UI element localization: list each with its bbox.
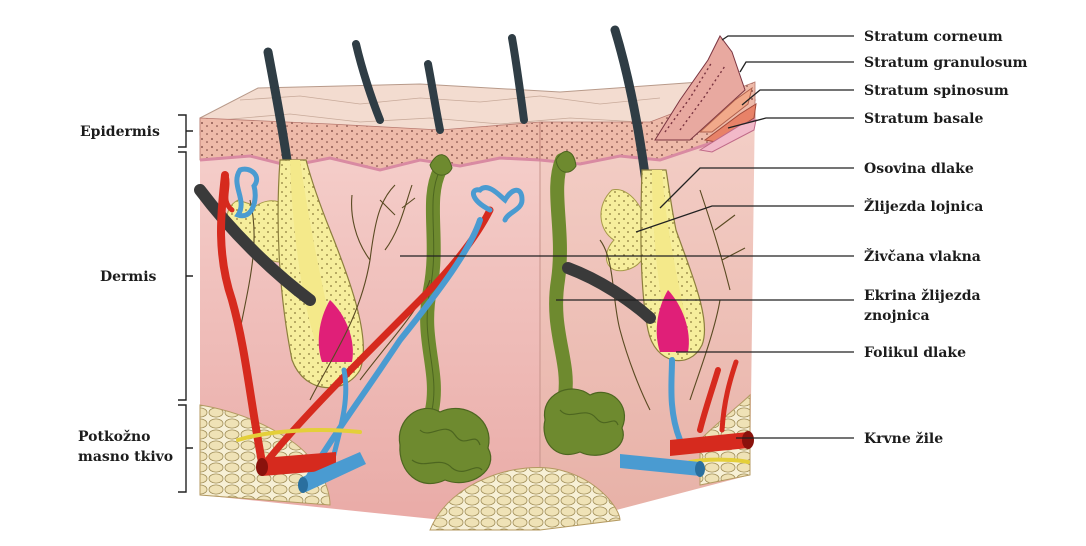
left-brackets bbox=[178, 115, 193, 492]
label-hypodermis-line1: Potkožno bbox=[78, 429, 150, 445]
hypodermis-bracket bbox=[178, 405, 193, 492]
epidermis-bracket bbox=[178, 115, 193, 147]
label-stratum-corneum: Stratum corneum bbox=[864, 29, 1003, 45]
label-stratum-granulosum: Stratum granulosum bbox=[864, 55, 1028, 71]
skin-block bbox=[200, 30, 756, 530]
label-stratum-basale: Stratum basale bbox=[864, 111, 983, 127]
label-nerve-fibers: Živčana vlakna bbox=[864, 247, 981, 265]
label-epidermis: Epidermis bbox=[80, 124, 160, 140]
label-blood-vessels: Krvne žile bbox=[864, 431, 943, 447]
dermis-bracket bbox=[178, 152, 193, 400]
label-sweat-gland-line2: znojnica bbox=[864, 308, 930, 324]
label-sebaceous-gland: Žlijezda lojnica bbox=[864, 197, 983, 215]
label-dermis: Dermis bbox=[100, 269, 157, 285]
label-hair-follicle: Folikul dlake bbox=[864, 345, 966, 361]
label-stratum-spinosum: Stratum spinosum bbox=[864, 83, 1009, 99]
label-sweat-gland-line1: Ekrina žlijezda bbox=[864, 288, 981, 304]
label-hypodermis-line2: masno tkivo bbox=[78, 449, 173, 465]
label-hair-shaft: Osovina dlake bbox=[864, 161, 974, 177]
